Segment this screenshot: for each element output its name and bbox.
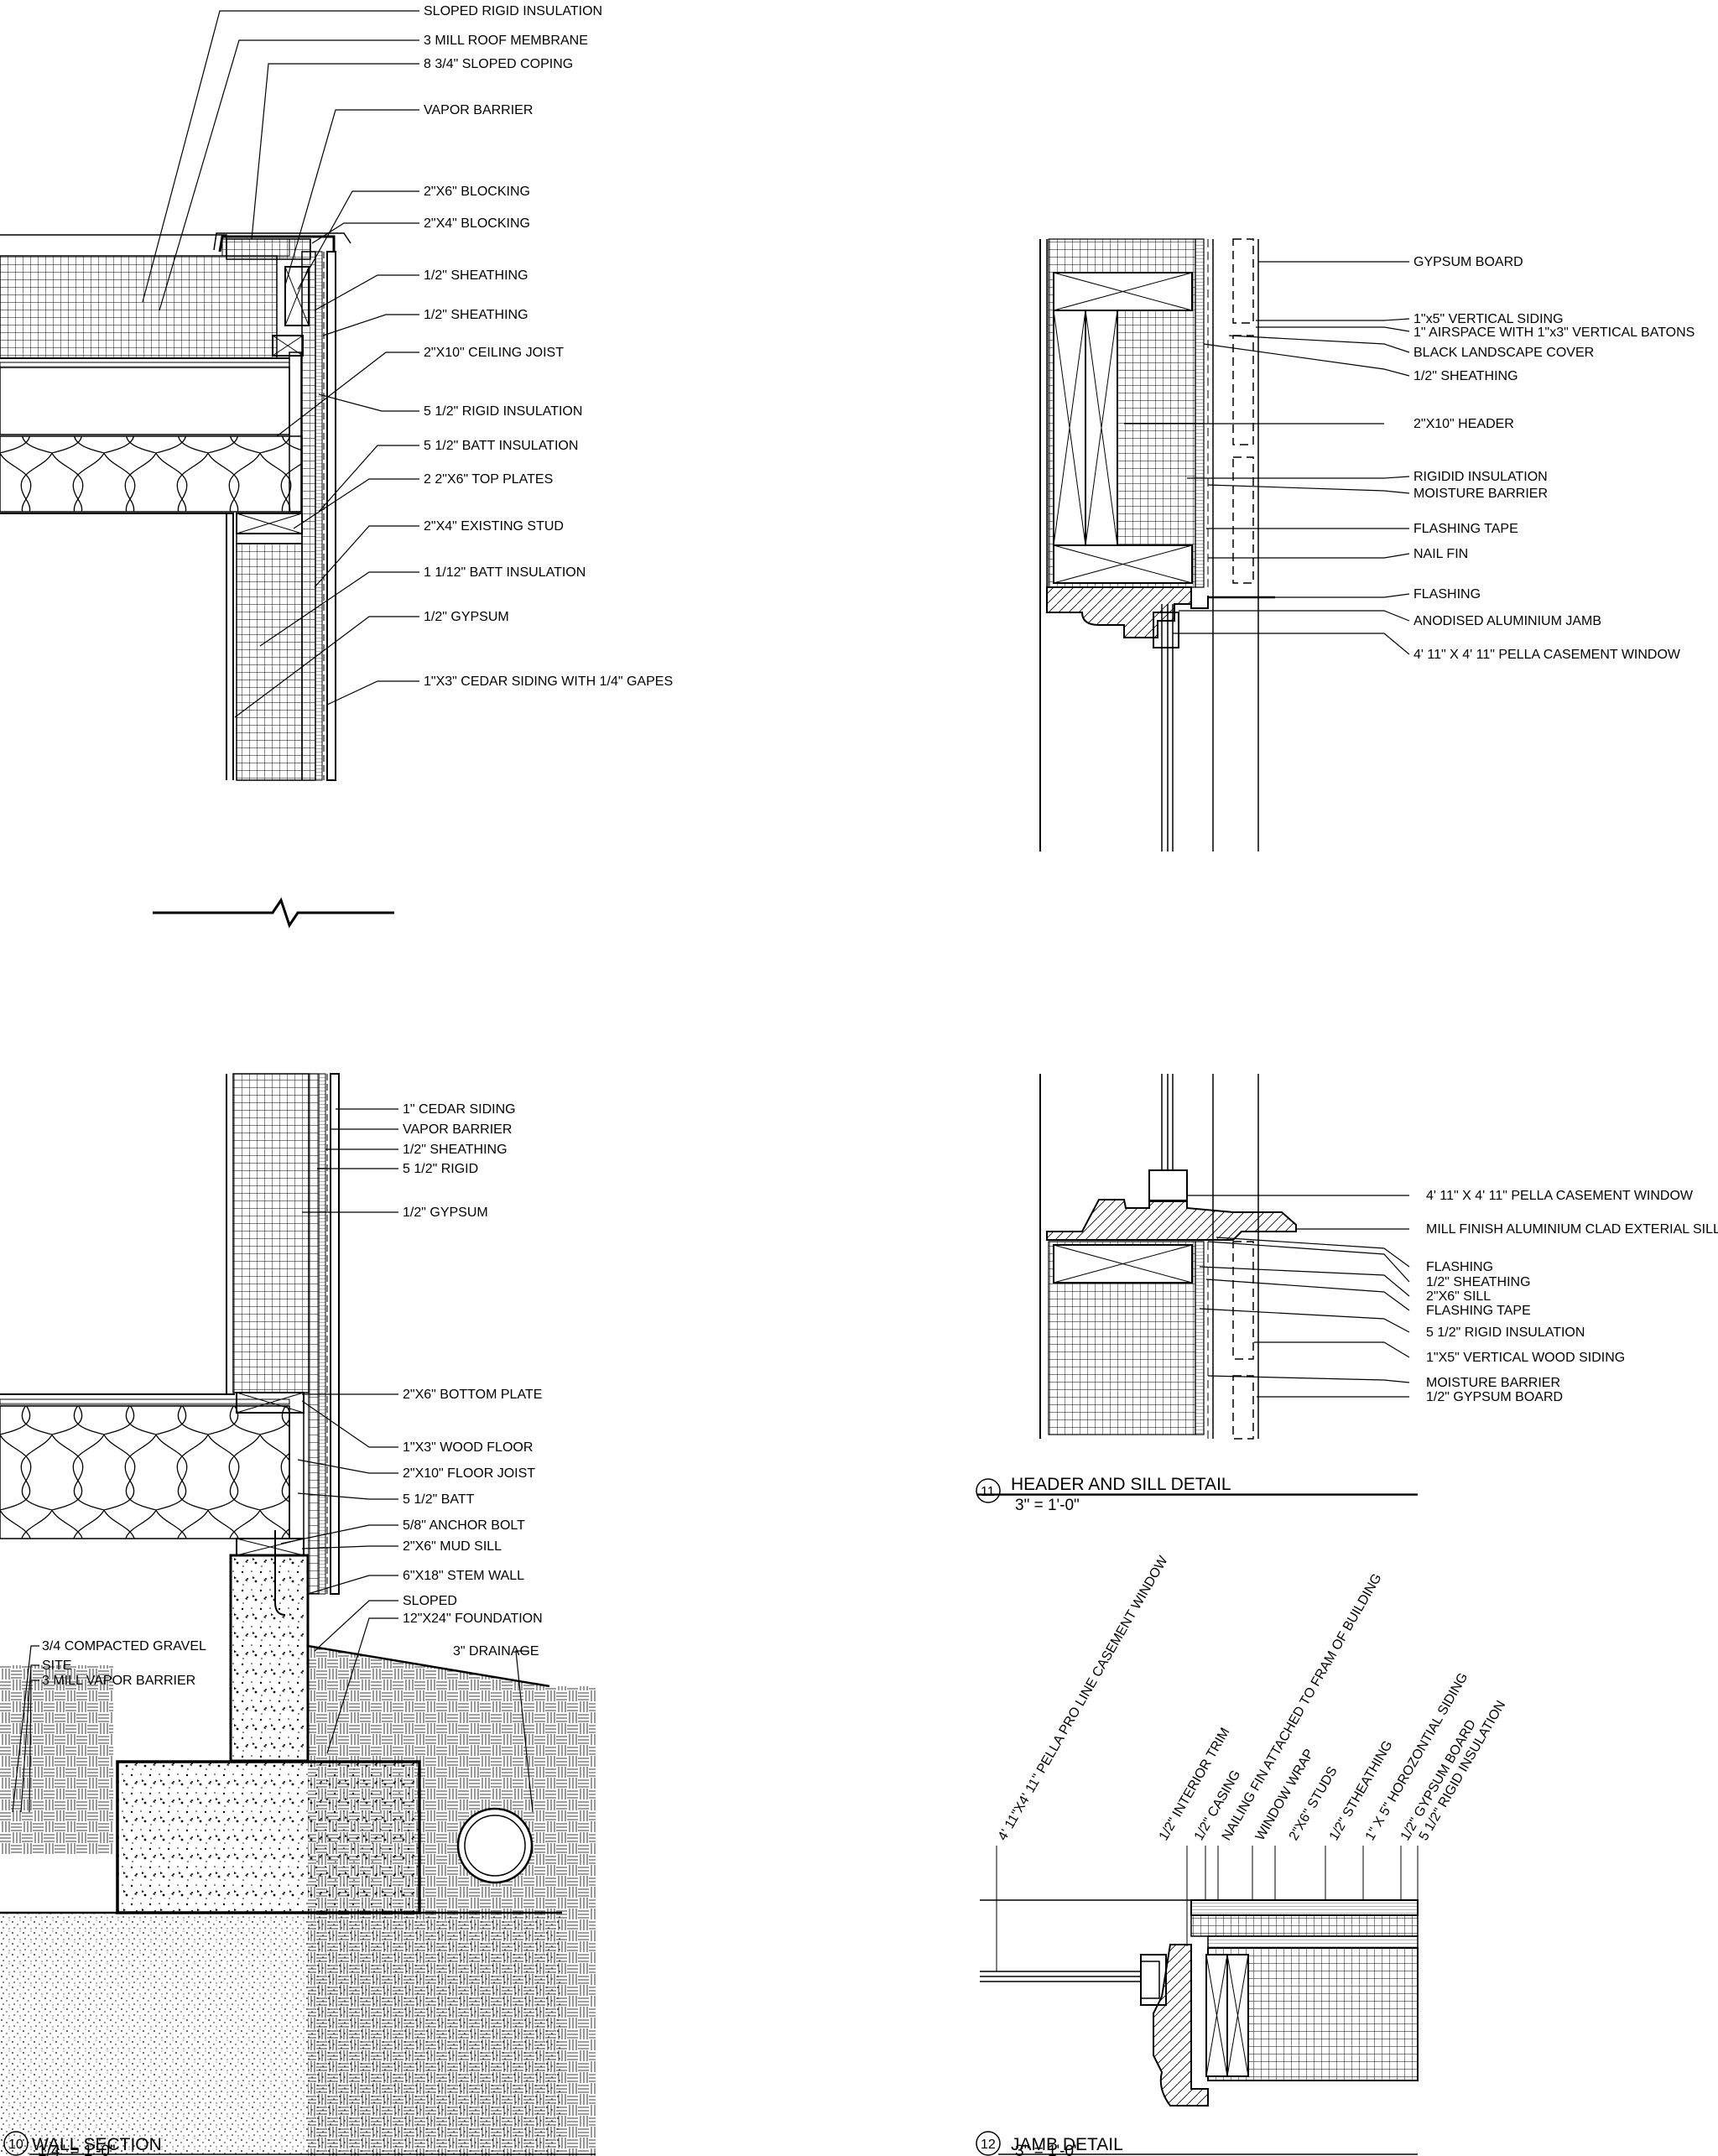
label-vapor-barrier-2: VAPOR BARRIER: [403, 1122, 512, 1137]
wall-section-title-block: 10 WALL SECTION 1/4" = 1'-0": [8, 2135, 162, 2156]
label-stheathing: 1/2" STHEATHING: [1327, 1738, 1396, 1843]
title-number-12: 12: [981, 2138, 996, 2152]
wall-section-upper-labels: 1" CEDAR SIDING VAPOR BARRIER 1/2" SHEAT…: [403, 1102, 516, 1220]
label-moisture-barrier-2: MOISTURE BARRIER: [1426, 1376, 1560, 1390]
label-pella-window: 4' 11"X4' 11" PELLA PRO LINE CASEMENT WI…: [996, 1553, 1171, 1843]
wall-section-left-labels: 3/4 COMPACTED GRAVEL SITE 3 MILL VAPOR B…: [42, 1639, 206, 1688]
label-gypsum-2: 1/2" GYPSUM: [403, 1206, 488, 1220]
wall-section-roof-drawing: [0, 232, 394, 929]
wall-section-roof-labels: SLOPED RIGID INSULATION 3 MILL ROOF MEMB…: [424, 4, 673, 689]
label-mud-sill: 2"X6" MUD SILL: [403, 1539, 502, 1554]
label-sloped: SLOPED: [403, 1594, 457, 1608]
label-sheathing-4: 1/2" SHEATHING: [1413, 369, 1518, 383]
sill-labels: 4' 11" X 4' 11" PELLA CASEMENT WINDOW MI…: [1426, 1189, 1718, 1404]
label-vapor-barrier-3: 3 MILL VAPOR BARRIER: [42, 1674, 195, 1688]
label-floor-joist: 2"X10" FLOOR JOIST: [403, 1466, 535, 1481]
label-bottom-plate: 2"X6" BOTTOM PLATE: [403, 1388, 542, 1402]
label-ceiling-joist: 2"X10" CEILING JOIST: [424, 346, 564, 360]
label-flashing: FLASHING: [1413, 587, 1481, 601]
label-batt-insulation: 5 1/2" BATT INSULATION: [424, 439, 578, 453]
label-casement-window-2: 4' 11" X 4' 11" PELLA CASEMENT WINDOW: [1426, 1189, 1694, 1203]
jamb-title: JAMB DETAIL: [1011, 2135, 1123, 2154]
label-sloped-rigid-insulation: SLOPED RIGID INSULATION: [424, 4, 602, 18]
wall-section-foundation-drawing: [0, 1073, 596, 2156]
title-bubbles: [3, 1478, 1001, 2156]
label-batt: 5 1/2" BATT: [403, 1492, 475, 1507]
header-labels: GYPSUM BOARD 1"x5" VERTICAL SIDING 1" AI…: [1413, 255, 1695, 662]
label-flashing-2: FLASHING: [1426, 1260, 1493, 1274]
label-sheathing-1: 1/2" SHEATHING: [424, 268, 528, 283]
wall-section-title: WALL SECTION: [32, 2135, 162, 2154]
label-vertical-siding: 1"x5" VERTICAL SIDING: [1413, 312, 1564, 326]
label-flashing-tape-2: FLASHING TAPE: [1426, 1304, 1531, 1318]
title-number-10: 10: [8, 2138, 23, 2152]
label-stem-wall: 6"X18" STEM WALL: [403, 1569, 524, 1583]
wall-section-floor-labels: 2"X6" BOTTOM PLATE 1"X3" WOOD FLOOR 2"X1…: [403, 1388, 543, 1659]
label-rigid: 5 1/2" RIGID: [403, 1162, 478, 1176]
label-gypsum: 1/2" GYPSUM: [424, 610, 509, 624]
label-top-plates: 2 2"X6" TOP PLATES: [424, 472, 553, 487]
label-exterial-sill: MILL FINISH ALUMINIUM CLAD EXTERIAL SILL: [1426, 1222, 1718, 1237]
label-nail-fin: NAIL FIN: [1413, 547, 1468, 561]
label-header: 2"X10" HEADER: [1413, 417, 1514, 431]
label-2x6-blocking: 2"X6" BLOCKING: [424, 185, 530, 199]
label-airspace: 1" AIRSPACE WITH 1"x3" VERTICAL BATONS: [1413, 325, 1695, 340]
header-sill-title: HEADER AND SILL DETAIL: [1011, 1475, 1231, 1494]
title-number-11: 11: [981, 1485, 995, 1499]
label-compacted-gravel: 3/4 COMPACTED GRAVEL: [42, 1639, 206, 1653]
label-wood-floor: 1"X3" WOOD FLOOR: [403, 1440, 533, 1455]
jamb-labels: 4' 11"X4' 11" PELLA PRO LINE CASEMENT WI…: [996, 1553, 1508, 1843]
label-vertical-wood-siding: 1"X5" VERTICAL WOOD SIDING: [1426, 1351, 1625, 1365]
label-casement-window: 4' 11" X 4' 11" PELLA CASEMENT WINDOW: [1413, 648, 1681, 662]
wall-section-leader-lines: [12, 10, 534, 1813]
header-sill-leader-lines: [977, 261, 1418, 1495]
label-rigid-insulation: 5 1/2" RIGID INSULATION: [424, 404, 582, 419]
label-sheathing-5: 1/2" SHEATHING: [1426, 1275, 1531, 1289]
label-rigidid-insulation: RIGIDID INSULATION: [1413, 470, 1548, 484]
label-cedar-siding: 1"X3" CEDAR SIDING WITH 1/4" GAPES: [424, 674, 673, 689]
wall-section-scale: 1/4" = 1'-0": [38, 2143, 116, 2156]
sill-detail-drawing: [1039, 1074, 1297, 1440]
jamb-title-block: 12 JAMB DETAIL 3" = 1'-0": [981, 2135, 1123, 2156]
label-rigid-insulation-2: 5 1/2" RIGID INSULATION: [1426, 1325, 1585, 1340]
label-anchor-bolt: 5/8" ANCHOR BOLT: [403, 1518, 525, 1533]
label-foundation: 12"X24" FOUNDATION: [403, 1612, 543, 1626]
jamb-detail-drawing: [980, 1846, 1419, 2107]
header-sill-title-block: 11 HEADER AND SILL DETAIL 3" = 1'-0": [981, 1475, 1231, 1514]
label-aluminium-jamb: ANODISED ALUMINIUM JAMB: [1413, 614, 1601, 628]
label-gypsum-board: GYPSUM BOARD: [1413, 255, 1523, 269]
label-flashing-tape: FLASHING TAPE: [1413, 522, 1518, 536]
label-existing-stud: 2"X4" EXISTING STUD: [424, 519, 564, 534]
label-cedar-siding-1: 1" CEDAR SIDING: [403, 1102, 516, 1117]
label-roof-membrane: 3 MILL ROOF MEMBRANE: [424, 34, 588, 48]
label-sloped-coping: 8 3/4" SLOPED COPING: [424, 57, 573, 71]
title-underlines: [29, 1494, 1418, 2155]
label-sheathing-3: 1/2" SHEATHING: [403, 1143, 508, 1157]
label-landscape-cover: BLACK LANDSCAPE COVER: [1413, 346, 1594, 360]
label-moisture-barrier: MOISTURE BARRIER: [1413, 487, 1548, 501]
header-detail-drawing: [1039, 238, 1275, 851]
label-gypsum-board-2: 1/2" GYPSUM BOARD: [1426, 1390, 1563, 1404]
label-2x6-sill: 2"X6" SILL: [1426, 1289, 1491, 1304]
label-site: SITE: [42, 1659, 72, 1673]
label-2x4-blocking: 2"X4" BLOCKING: [424, 216, 530, 231]
jamb-scale: 3" = 1'-0": [1015, 2143, 1080, 2156]
label-vapor-barrier: VAPOR BARRIER: [424, 103, 533, 117]
header-sill-scale: 3" = 1'-0": [1015, 1497, 1080, 1514]
label-drainage: 3" DRAINAGE: [453, 1644, 539, 1659]
label-batt-insulation-2: 1 1/12" BATT INSULATION: [424, 565, 586, 580]
label-sheathing-2: 1/2" SHEATHING: [424, 308, 528, 322]
